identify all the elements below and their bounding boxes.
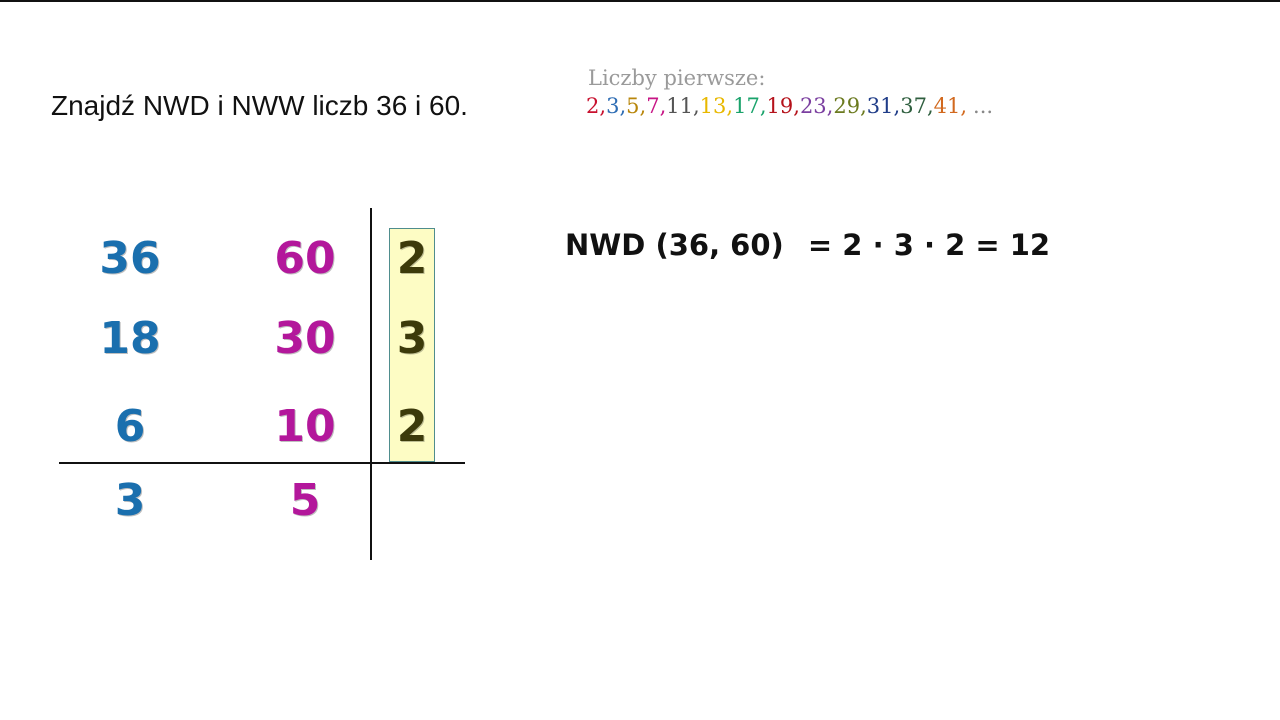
prime-separator: , — [793, 94, 800, 118]
prime-separator: , — [659, 94, 667, 118]
prime-item: 17 — [733, 94, 760, 118]
prime-item: 37 — [900, 94, 927, 118]
factor-row-2-a: 18 — [99, 313, 161, 364]
prime-separator: , — [893, 94, 901, 118]
prime-item: 2 — [586, 94, 600, 118]
prime-separator: , — [860, 94, 867, 118]
result-a: 3 — [114, 475, 146, 526]
prime-item: 31 — [866, 94, 894, 118]
task-statement: Znajdź NWD i NWW liczb 36 i 60. — [51, 90, 468, 121]
vertical-divider-line — [370, 208, 372, 560]
factor-row-3-a: 6 — [114, 401, 146, 452]
prime-separator: , — [759, 94, 767, 118]
prime-separator: , — [692, 94, 700, 118]
primes-label: Liczby pierwsze: — [588, 66, 766, 90]
horizontal-divider-line — [59, 462, 465, 464]
prime-item: 3 — [606, 94, 620, 118]
prime-item: 7 — [646, 94, 660, 118]
factor-row-1-b: 60 — [274, 233, 336, 284]
prime-separator: , — [960, 94, 968, 118]
prime-separator: , — [639, 94, 647, 118]
factor-row-1-divisor: 2 — [396, 233, 428, 284]
prime-separator: , — [619, 94, 627, 118]
prime-separator: , — [926, 94, 934, 118]
factor-row-2-b: 30 — [274, 313, 336, 364]
nwd-label: NWD — [565, 228, 646, 262]
primes-list: 2,3,5,7,11,13,17,19,23,29,31,37,41,... — [586, 94, 993, 118]
prime-item: 29 — [833, 94, 861, 118]
prime-item: 41 — [933, 94, 961, 118]
factor-row-3-divisor: 2 — [396, 401, 428, 452]
prime-item: 13 — [699, 94, 727, 118]
prime-separator: , — [826, 94, 834, 118]
factor-row-3-b: 10 — [274, 401, 336, 452]
nwd-args: (36, 60) — [655, 228, 784, 262]
prime-separator: , — [726, 94, 734, 118]
primes-ellipsis: ... — [973, 94, 994, 118]
nwd-expression: = 2 · 3 · 2 = 12 — [807, 228, 1051, 262]
prime-item: 19 — [766, 94, 794, 118]
factor-row-2-divisor: 3 — [396, 313, 428, 364]
nwd-formula: NWD (36, 60) = 2 · 3 · 2 = 12 — [565, 228, 1050, 262]
top-border — [0, 0, 1280, 2]
prime-item: 5 — [626, 94, 640, 118]
prime-item: 11 — [666, 94, 693, 118]
prime-separator: , — [599, 94, 607, 118]
result-b: 5 — [289, 475, 321, 526]
divisor-highlight-box — [389, 228, 435, 462]
factor-row-1-a: 36 — [99, 233, 161, 284]
prime-item: 23 — [799, 94, 827, 118]
